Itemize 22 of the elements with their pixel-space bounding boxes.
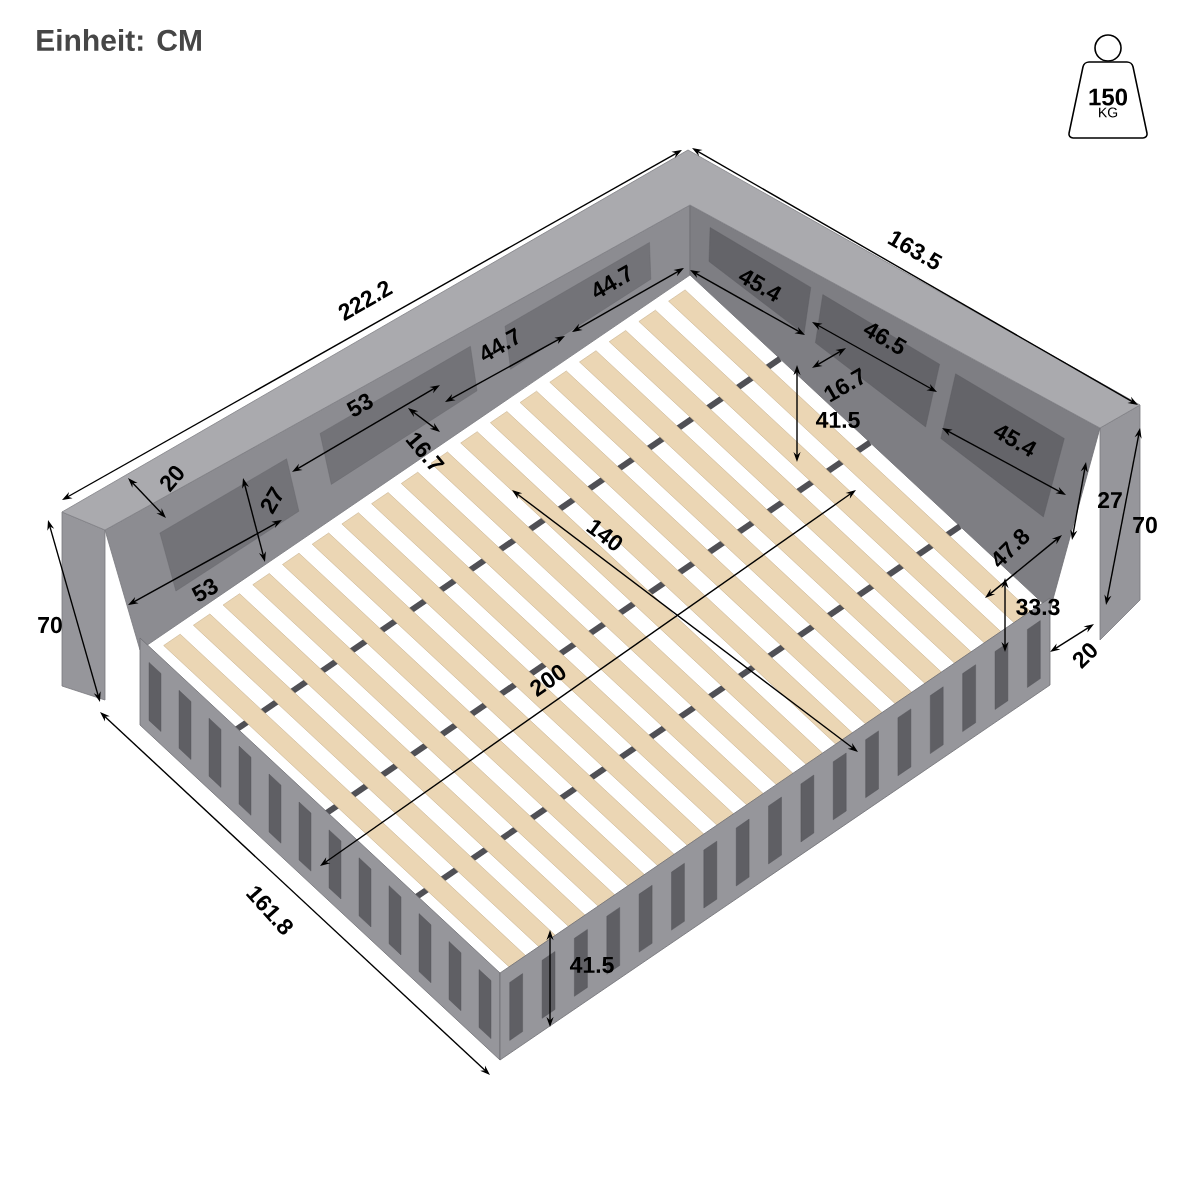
dimension-label: 46.5 bbox=[863, 323, 907, 354]
dimension-label: 70 bbox=[38, 616, 62, 634]
dimension-label: 140 bbox=[586, 520, 623, 551]
dimension-label: 33.3 bbox=[1016, 598, 1060, 616]
dimension-label: 16.7 bbox=[405, 432, 445, 470]
dimension-label: 41.5 bbox=[569, 957, 614, 974]
dimension-label: 70 bbox=[1133, 516, 1157, 534]
dimension-label: 20 bbox=[160, 466, 184, 493]
dimension-label: 16.7 bbox=[824, 367, 863, 403]
dimension-label: 45.4 bbox=[738, 270, 782, 302]
dimension-label: 53 bbox=[346, 393, 373, 417]
dimension-label: 44.7 bbox=[482, 327, 518, 361]
dimension-label: 47.8 bbox=[993, 528, 1030, 567]
dimension-label: 53 bbox=[191, 578, 218, 602]
dimension-label: 41.5 bbox=[815, 412, 860, 429]
dimension-label: 45.4 bbox=[993, 425, 1037, 457]
dimension-label: 44.7 bbox=[594, 264, 630, 298]
dimension-label: 27 bbox=[260, 485, 283, 515]
dimension-label: 20 bbox=[1072, 643, 1097, 670]
dimension-label: 163.5 bbox=[887, 231, 943, 270]
dimension-label: 200 bbox=[530, 664, 566, 698]
unit-title: Einheit: CM bbox=[37, 29, 201, 51]
